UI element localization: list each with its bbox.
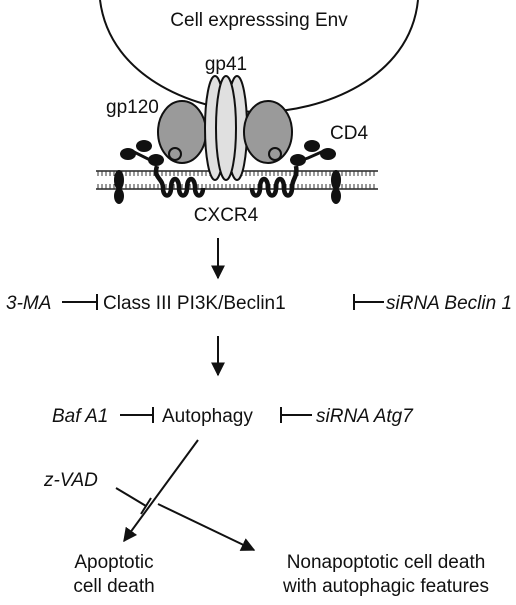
receptor-complex-right [243, 100, 341, 204]
autophagy-node: Autophagy [162, 406, 253, 427]
cd4-domain [114, 170, 124, 190]
cd4-domain [331, 170, 341, 190]
outcome-apoptotic-line1: Apoptotic [74, 552, 153, 573]
cd4-domain [120, 148, 136, 160]
gp41-trimer [204, 75, 248, 181]
gp120-right [243, 100, 293, 164]
cell-label: Cell expresssing Env [170, 10, 348, 31]
inhibit-zvad [115, 487, 147, 507]
sirna-atg7: siRNA Atg7 [316, 406, 414, 427]
cd4-binding-loop [268, 147, 282, 161]
inhibitor-bafa1: Baf A1 [52, 406, 108, 427]
cd4-domain [136, 140, 152, 152]
cd4-domain [148, 154, 164, 166]
inhibitor-zvad: z-VAD [43, 470, 98, 491]
gp120-left [157, 100, 207, 164]
gp120-label: gp120 [106, 97, 159, 118]
cd4-label: CD4 [330, 123, 368, 144]
cd4-domain [320, 148, 336, 160]
cd4-domain [331, 188, 341, 204]
cxcr4-loops-left [153, 165, 206, 198]
cxcr4-loops-right [249, 165, 299, 198]
outcome-nonapoptotic-line2: with autophagic features [282, 576, 489, 597]
outcome-nonapoptotic-line1: Nonapoptotic cell death [287, 552, 486, 573]
arrow-to-nonapoptotic [157, 503, 256, 551]
outcome-apoptotic-line2: cell death [73, 576, 154, 597]
cd4-binding-loop [168, 147, 182, 161]
arrow-autophagy-to-apoptosis [123, 439, 199, 543]
inhibitor-3ma: 3-MA [6, 293, 51, 314]
inhibit-zvad-bar [140, 497, 152, 515]
sirna-beclin1: siRNA Beclin 1 [386, 293, 512, 314]
gp41-label: gp41 [205, 54, 247, 75]
cd4-domain [304, 140, 320, 152]
cxcr4-label: CXCR4 [194, 205, 259, 226]
cd4-domain [114, 188, 124, 204]
cd4-domain [290, 154, 306, 166]
pi3k-beclin1-node: Class III PI3K/Beclin1 [103, 293, 286, 314]
receptor-complex-left [114, 100, 207, 204]
